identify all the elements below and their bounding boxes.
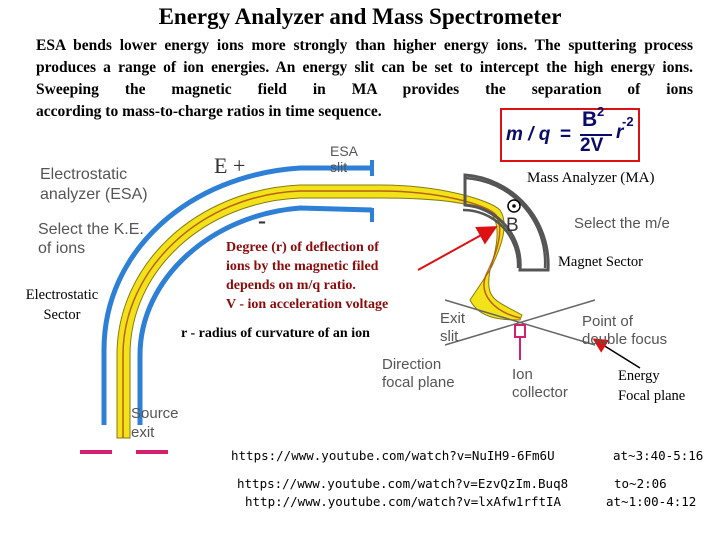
minus-label: - [258, 208, 266, 234]
intro-line-2: process produces a range of ion energies… [36, 37, 693, 76]
esa-slit-label: ESA slit [330, 143, 359, 175]
magnet-sector-label: Magnet Sector [558, 254, 643, 270]
intro-line-3: energy ions. Sweeping the magnetic field… [36, 59, 694, 98]
ion-collector-label: Ion collector [512, 366, 568, 401]
energy-focal-plane-line [444, 299, 596, 346]
video-link-2[interactable]: https://www.youtube.com/watch?v=EzvQzIm.… [237, 476, 569, 491]
esa-inner-plate [137, 205, 373, 425]
direction-focal-plane-label: Direction focal plane [382, 356, 455, 391]
equation-r-exponent: -2 [622, 114, 634, 129]
video-time-2: to~2:06 [614, 476, 667, 491]
deflection-line-3: depends on m/q ratio. [226, 278, 356, 293]
deflection-text: Degree (r) of deflection of ions by the … [226, 238, 441, 314]
equation-lhs: m / q [506, 124, 551, 145]
equation-box: m / q = B 2 2V r -2 [500, 104, 640, 162]
select-me-label: Select the m/e [574, 215, 670, 232]
mass-analyzer-label: Mass Analyzer (MA) [527, 170, 655, 186]
b-field-symbol [507, 199, 521, 213]
energy-focal-plane-label: Energy Focal plane [618, 368, 686, 404]
video-link-3[interactable]: http://www.youtube.com/watch?v=lxAfw1rft… [245, 494, 562, 509]
video-time-3: at~1:00-4:12 [606, 494, 697, 509]
esa-label: Electrostatic analyzer (ESA) [40, 166, 148, 203]
deflection-line-1: Degree (r) of deflection of [226, 240, 379, 255]
intro-line-4: according to mass-to-charge ratios in ti… [36, 103, 382, 120]
esa-outer-plate [101, 165, 372, 425]
ion-beam [116, 184, 523, 439]
intro-paragraph: ESA bends lower energy ions more strongl… [36, 35, 693, 123]
equation-denominator: 2V [580, 135, 604, 156]
select-ke-label: Select the K.E. of ions [38, 221, 144, 257]
deflection-arrow [417, 226, 498, 271]
magnet-sector [463, 173, 550, 272]
video-time-1: at~3:40-5:16 [613, 448, 704, 463]
ion-beam-center [122, 190, 521, 438]
deflection-line-4: V - ion acceleration voltage [226, 297, 389, 312]
e-plus-label: E + [214, 153, 246, 178]
equation-numerator-exponent: 2 [597, 104, 605, 119]
equation-numerator: B [582, 108, 598, 131]
exit-slit-label: Exit slit [440, 310, 466, 345]
equation-fraction-bar [580, 134, 612, 136]
intro-line-1: ESA bends lower energy ions more strongl… [36, 37, 637, 54]
page-title: Energy Analyzer and Mass Spectrometer [158, 4, 562, 29]
magnet-inner-arc [462, 208, 520, 269]
source-exit-label: Source exit [131, 405, 179, 441]
deflection-line-2: ions by the magnetic filed [226, 259, 379, 274]
equation-r: r [616, 122, 624, 143]
double-focus-label: Point of double focus [582, 313, 668, 348]
b-field-label: B [506, 215, 519, 236]
video-link-1[interactable]: https://www.youtube.com/watch?v=NuIH9-6F… [231, 448, 555, 463]
magnet-outer-arc [464, 176, 547, 269]
equation-equals: = [560, 124, 572, 145]
electrostatic-sector-label: Electrostatic Sector [25, 287, 99, 323]
energy-focal-arrow [592, 338, 641, 369]
deflection-line-5: r - radius of curvature of an ion [181, 326, 370, 341]
ion-collector-box [514, 324, 526, 338]
